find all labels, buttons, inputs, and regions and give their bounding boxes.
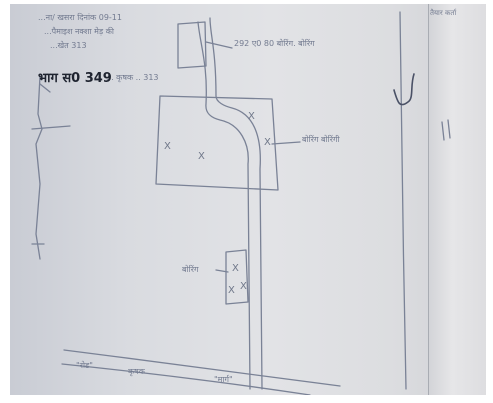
- path-right-line: [209, 17, 263, 390]
- top-plot-box: [177, 21, 207, 69]
- plot-heading: भाग स0 349: [38, 71, 112, 86]
- tick-mark: [393, 73, 415, 106]
- left-cross-line: [31, 125, 71, 130]
- small-plot-box: [225, 249, 249, 305]
- large-plot-box: [155, 95, 279, 191]
- cross-mark-2: X: [198, 151, 205, 162]
- small-plot-pointer: [215, 269, 229, 273]
- small-plot-label: बोरिंग: [182, 265, 199, 274]
- road-bottom-line: [61, 363, 311, 395]
- area-note: ... कृषक .. 313: [106, 73, 159, 82]
- cross-mark-5: X: [232, 263, 239, 274]
- right-double-mark-2: [447, 119, 451, 139]
- top-note-line2: ...पैमाइश नक्शा मेड़ की: [44, 27, 114, 36]
- road-top-line: [63, 349, 341, 387]
- margin-line: [399, 11, 407, 390]
- top-box-label: 292 ए0 80 बोरिंग. बोरिंग: [234, 39, 315, 48]
- left-axis-line: [35, 75, 43, 260]
- path-left-line: [197, 21, 251, 390]
- road-mid-text: कृषक: [128, 367, 145, 376]
- left-mark-1: [39, 83, 51, 93]
- corner-note: तैयार कर्ता: [430, 9, 457, 17]
- right-label: बोरिंग बोरिंगी: [302, 135, 340, 144]
- top-note-line1: ...ना/ खसरा दिनांक 09-11: [38, 13, 122, 22]
- road-left-text: "रोड": [76, 361, 93, 370]
- cross-mark-6: X: [228, 285, 235, 296]
- cross-mark-1: X: [164, 141, 171, 152]
- road-right-text: "मार्ग": [214, 375, 233, 384]
- cross-mark-4: X: [264, 137, 271, 148]
- right-pointer: [271, 141, 301, 145]
- cross-mark-3: X: [248, 111, 255, 122]
- cross-mark-7: X: [240, 281, 247, 292]
- hand-drawn-map: [31, 11, 451, 395]
- top-box-pointer: [205, 41, 233, 49]
- sheet-edge: [428, 4, 486, 395]
- right-double-mark-1: [441, 121, 445, 141]
- document-photo: ...ना/ खसरा दिनांक 09-11 ...पैमाइश नक्शा…: [10, 4, 486, 395]
- top-note-line3: ...खेत 313: [50, 41, 87, 50]
